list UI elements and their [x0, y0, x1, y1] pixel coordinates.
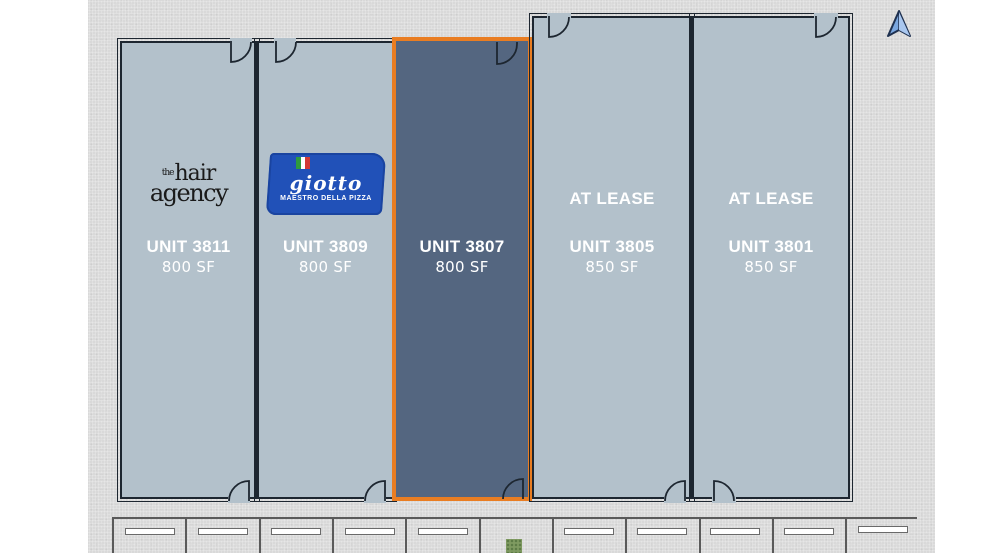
stall-divider: [699, 517, 701, 553]
logo-text-agency: agency: [149, 179, 229, 207]
door-icon: [228, 480, 250, 503]
door-icon: [547, 13, 571, 38]
stall-divider: [259, 517, 261, 553]
stall-divider: [772, 517, 774, 553]
unit-3805[interactable]: AT LEASE UNIT 3805 850 SF: [529, 13, 695, 502]
logo-tagline: MAESTRO DELLA PIZZA: [280, 195, 372, 202]
wheel-stop: [710, 528, 760, 535]
unit-area: 800 SF: [435, 258, 489, 276]
wheel-stop: [418, 528, 468, 535]
door-icon: [230, 38, 252, 63]
unit-area: 850 SF: [744, 258, 798, 276]
unit-3811[interactable]: thehair agency UNIT 3811 800 SF: [117, 38, 260, 502]
door-icon: [814, 13, 838, 38]
at-lease-label: AT LEASE: [728, 189, 814, 208]
unit-number: UNIT 3811: [146, 237, 231, 256]
stall-divider: [185, 517, 187, 553]
italian-flag-icon: [296, 157, 311, 169]
north-arrow-icon: [887, 10, 911, 37]
tenant-logo-giotto: giotto MAESTRO DELLA PIZZA: [265, 153, 387, 215]
wheel-stop: [345, 528, 395, 535]
stall-divider: [552, 517, 554, 553]
wheel-stop: [198, 528, 248, 535]
stall-divider: [625, 517, 627, 553]
unit-label: UNIT 3807 800 SF: [396, 237, 528, 276]
stall-divider: [332, 517, 334, 553]
wheel-stop: [564, 528, 614, 535]
wheel-stop: [125, 528, 175, 535]
unit-label: UNIT 3805 850 SF: [534, 237, 690, 276]
door-icon: [712, 480, 736, 503]
unit-label: UNIT 3809 800 SF: [259, 237, 392, 276]
stall-divider: [405, 517, 407, 553]
door-icon: [502, 478, 524, 500]
unit-number: UNIT 3809: [283, 237, 368, 256]
unit-number: UNIT 3805: [569, 237, 655, 256]
unit-3809[interactable]: giotto MAESTRO DELLA PIZZA UNIT 3809 800…: [254, 38, 397, 502]
door-icon: [664, 480, 686, 503]
door-icon: [274, 38, 297, 63]
wheel-stop: [637, 528, 687, 535]
unit-label: UNIT 3811 800 SF: [122, 237, 255, 276]
stall-divider: [845, 517, 847, 553]
logo-wordmark: giotto: [289, 171, 363, 195]
unit-area: 850 SF: [585, 258, 639, 276]
logo-text-hair: hair: [174, 161, 216, 186]
unit-3807-selected[interactable]: UNIT 3807 800 SF: [392, 37, 532, 501]
wheel-stop: [271, 528, 321, 535]
wheel-stop: [858, 526, 908, 533]
unit-area: 800 SF: [298, 258, 353, 276]
unit-area: 800 SF: [161, 258, 216, 276]
wheel-stop: [784, 528, 834, 535]
unit-3801[interactable]: AT LEASE UNIT 3801 850 SF: [689, 13, 853, 502]
logo-text-the: the: [161, 168, 175, 178]
stall-divider: [479, 517, 481, 553]
door-icon: [496, 42, 518, 65]
door-icon: [364, 480, 386, 503]
at-lease-label: AT LEASE: [569, 189, 655, 208]
unit-number: UNIT 3807: [419, 237, 505, 256]
stall-divider: [112, 517, 114, 553]
parking-curb-line: [112, 517, 917, 519]
shrub-icon: [506, 539, 522, 553]
unit-label: UNIT 3801 850 SF: [694, 237, 848, 276]
tenant-logo-hair-agency: thehair agency: [122, 161, 255, 207]
unit-number: UNIT 3801: [728, 237, 814, 256]
